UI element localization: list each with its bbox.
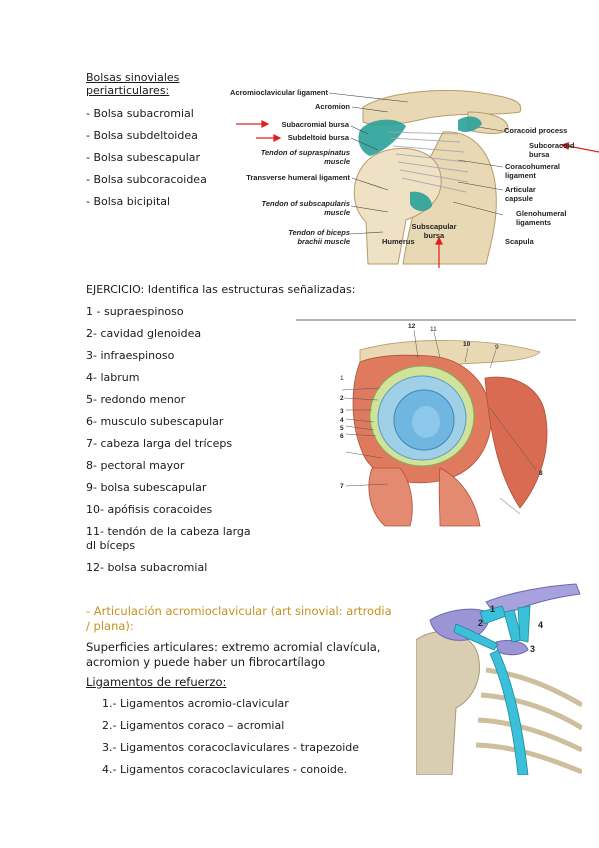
- shoulder-bursae-figure: Acromioclavicular ligament Acromion Suba…: [230, 88, 599, 268]
- list-item: 2- cavidad glenoidea: [86, 327, 202, 340]
- list-item: 1.- Ligamentos acromio-clavicular: [102, 697, 289, 710]
- list-item: - Bolsa subcoracoidea: [86, 173, 207, 186]
- label-humerus: Humerus: [382, 237, 415, 246]
- label-number: 3: [340, 408, 344, 415]
- list-item: 4- labrum: [86, 371, 140, 384]
- list-item: 8- pectoral mayor: [86, 459, 185, 472]
- label-number: 4: [340, 417, 344, 424]
- leader-lines: [341, 329, 537, 515]
- ac-joint-heading-line1: - Articulación acromioclavicular (art si…: [86, 604, 392, 618]
- coracoid-bone-shape: [467, 111, 509, 134]
- label-biceps-2: brachii muscle: [297, 237, 350, 246]
- bursae-heading-line1: Bolsas sinoviales: [86, 71, 180, 84]
- label-number: 2: [478, 618, 483, 628]
- triceps-muscle-shape: [368, 467, 413, 527]
- bursa-shape: [410, 191, 432, 212]
- label-number: 5: [340, 425, 344, 432]
- ligament-shape: [453, 623, 499, 651]
- list-item: 9- bolsa subescapular: [86, 481, 207, 494]
- label-subacromial-bursa: Subacromial bursa: [281, 120, 349, 129]
- bursae-heading: Bolsas sinoviales periarticulares:: [86, 71, 179, 97]
- list-item: - Bolsa subdeltoidea: [86, 129, 198, 142]
- label-glenohumeral-1: Glenohumeral: [516, 209, 566, 218]
- label-number: 2: [340, 395, 344, 402]
- tendon-shape: [489, 649, 529, 775]
- label-glenohumeral-2: ligaments: [516, 218, 551, 227]
- label-articular-1: Articular: [505, 185, 536, 194]
- ac-joint-surfaces-line2: acromion y puede haber un fibrocartílago: [86, 655, 326, 669]
- label-number: 10: [463, 341, 471, 348]
- label-number: 4: [538, 620, 543, 630]
- label-subscapular-1: Subscapular: [411, 222, 456, 231]
- label-number: 9: [495, 344, 499, 351]
- label-coracohumeral-1: Coracohumeral: [505, 162, 560, 171]
- ligaments-heading: Ligamentos de refuerzo:: [86, 675, 227, 689]
- list-item: 4.- Ligamentos coracoclaviculares - cono…: [102, 763, 348, 776]
- label-number: 1: [340, 375, 344, 382]
- list-item: 6- musculo subescapular: [86, 415, 224, 428]
- bursa-shape: [458, 116, 482, 132]
- red-arrows: [236, 120, 599, 268]
- label-subcoracoid-1: Subcoracoid: [529, 141, 575, 150]
- clavicle-bone-shape: [485, 583, 581, 619]
- label-subscapularis-1: Tendon of subscapularis: [262, 199, 350, 208]
- label-number: 11: [430, 326, 437, 333]
- label-number: 1: [490, 604, 495, 614]
- ligament-fibers: [387, 131, 469, 193]
- list-item: 10- apófisis coracoides: [86, 503, 213, 516]
- list-item: - Bolsa bicipital: [86, 195, 171, 208]
- leader-lines: [328, 92, 504, 235]
- list-item: 7- cabeza larga del tríceps: [86, 437, 233, 450]
- list-item: 1 - supraespinoso: [86, 305, 184, 318]
- label-number: 6: [340, 433, 344, 440]
- ac-joint-surfaces-line1: Superficies articulares: extremo acromia…: [86, 640, 381, 654]
- label-subdeltoid-bursa: Subdeltoid bursa: [288, 133, 350, 142]
- bursae-heading-line2: periarticulares:: [86, 84, 170, 97]
- list-item: 12- bolsa subacromial: [86, 561, 208, 574]
- subscapularis-muscle-shape: [484, 376, 548, 509]
- list-item: 5- redondo menor: [86, 393, 186, 406]
- list-item: 2.- Ligamentos coraco – acromial: [102, 719, 285, 732]
- label-transverse-humeral-ligament: Transverse humeral ligament: [246, 173, 350, 182]
- label-biceps-1: Tendon of biceps: [288, 228, 350, 237]
- glenoid-cavity-figure: 12 11 10 9 1 2 3 4 5 6 7 8: [296, 319, 576, 527]
- list-item: - Bolsa subacromial: [86, 107, 194, 120]
- pectoralis-muscle-shape: [438, 467, 481, 527]
- label-subscapular-2: bursa: [424, 231, 445, 240]
- exercise-title: EJERCICIO: Identifica las estructuras se…: [86, 283, 356, 296]
- label-scapula: Scapula: [505, 237, 535, 246]
- label-coracohumeral-2: ligament: [505, 171, 536, 180]
- label-acromion: Acromion: [315, 102, 350, 111]
- acromion-bone-shape: [362, 89, 522, 126]
- label-acromioclavicular-ligament: Acromioclavicular ligament: [230, 88, 328, 97]
- list-item: - Bolsa subescapular: [86, 151, 201, 164]
- label-articular-2: capsule: [505, 194, 533, 203]
- label-number: 8: [539, 470, 543, 477]
- ac-joint-surfaces: Superficies articulares: extremo acromia…: [86, 640, 380, 670]
- list-item: dl bíceps: [86, 539, 136, 552]
- ligament-shape: [517, 605, 531, 643]
- label-number: 3: [530, 644, 535, 654]
- ac-joint-heading-line2: / plana):: [86, 619, 134, 633]
- label-subcoracoid-2: bursa: [529, 150, 550, 159]
- coracoid-bone-shape: [495, 639, 529, 656]
- label-number: 12: [408, 323, 416, 330]
- ac-joint-figure: 1 2 3 4: [416, 580, 582, 775]
- glenoid-center-shape: [412, 406, 440, 438]
- label-number: 7: [340, 483, 344, 490]
- list-item: 3.- Ligamentos coracoclaviculares - trap…: [102, 741, 360, 754]
- ac-joint-heading: - Articulación acromioclavicular (art si…: [86, 604, 392, 634]
- label-coracoid-process: Coracoid process: [504, 126, 567, 135]
- list-item: 3- infraespinoso: [86, 349, 175, 362]
- list-item: 11- tendón de la cabeza larga: [86, 525, 251, 538]
- label-subscapularis-2: muscle: [324, 208, 350, 217]
- label-supraspinatus-2: muscle: [324, 157, 350, 166]
- label-supraspinatus-1: Tendon of supraspinatus: [261, 148, 350, 157]
